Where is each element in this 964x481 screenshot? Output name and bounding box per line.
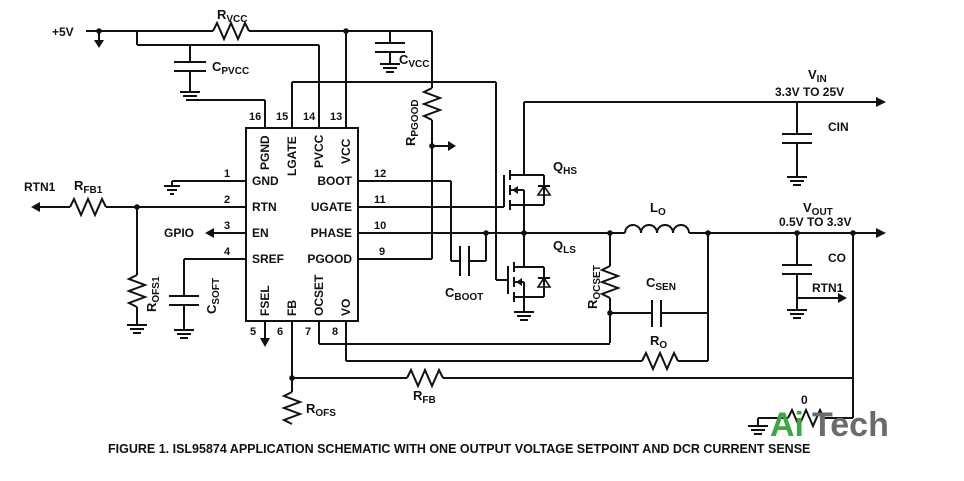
rfb1-label: R [74,178,84,193]
resistor-rofs1 [126,274,148,308]
ic-body [245,127,359,322]
pin-num-11: 11 [374,194,386,206]
resistor-rfb1 [69,196,107,218]
lo-label: L [650,200,658,215]
pin-num-12: 12 [374,168,386,180]
cin-label: CIN [828,120,849,134]
rtn1-left-label: RTN1 [24,180,56,194]
csoft-label: C [204,304,219,314]
pin-name-4: SREF [252,252,284,266]
pin-name-10: PHASE [311,226,352,240]
resistor-rofs [281,391,303,425]
pin-name-14: PVCC [312,134,326,168]
svg-text:VIN: VIN [808,67,827,85]
rofs1-label: R [144,302,159,312]
svg-text:VOUT: VOUT [803,200,833,218]
svg-text:CSEN: CSEN [646,275,676,293]
rpgood-label: R [403,136,418,146]
pin-name-16: PGND [258,135,272,170]
cvcc-label: C [399,52,409,67]
rocset-label: R [585,299,600,309]
cpvcc-label: C [212,59,222,74]
resistor-ro [641,350,679,372]
svg-text:CPVCC: CPVCC [212,59,249,77]
svg-text:ROFS1: ROFS1 [144,276,162,312]
svg-text:ROCSET: ROCSET [585,265,603,309]
svg-text:RFB: RFB [413,388,436,406]
qls-label: Q [553,238,563,253]
pin-num-16: 16 [249,111,261,123]
svg-text:CBOOT: CBOOT [445,285,483,303]
resistor-rfb [406,367,444,389]
resistor-rocset [599,265,621,299]
vin-label: V [808,67,817,82]
aitech-watermark: Ai Tech [770,406,889,444]
pin-num-9: 9 [379,246,385,258]
svg-text:LO: LO [650,200,666,218]
vin-range: 3.3V TO 25V [775,85,844,99]
pin-name-5: FSEL [258,285,272,316]
zero-label: 0 [801,393,808,407]
svg-text:QHS: QHS [553,159,577,177]
pin-name-1: GND [252,174,279,188]
resistor-zero [787,407,825,429]
svg-text:QLS: QLS [553,238,576,256]
watermark-ai: Ai [770,406,804,444]
rvcc-label: R [217,7,227,22]
resistor-rpgood [421,87,443,121]
pin-name-12: BOOT [317,174,352,188]
mosfet-qls [507,262,552,312]
pin-name-9: PGOOD [307,252,352,266]
mosfet-qhs [503,168,552,210]
cboot-label: C [445,285,455,300]
rofs-label: R [306,401,316,416]
pin-num-8: 8 [332,326,338,338]
vout-label: V [803,200,812,215]
pin-name-11: UGATE [311,200,352,214]
svg-text:RVCC: RVCC [217,7,248,25]
pin-num-14: 14 [303,111,316,123]
rfb-label: R [413,388,423,403]
pin-name-6: FB [285,300,299,316]
pin-name-2: RTN [252,200,277,214]
svg-text:ROFS: ROFS [306,401,336,419]
pin-num-10: 10 [374,220,386,232]
ro-label: R [650,333,660,348]
resistor-rvcc [212,20,250,42]
rtn1-right-label: RTN1 [812,281,844,295]
svg-text:RPGOOD: RPGOOD [403,99,421,146]
co-label: CO [828,251,846,265]
pin-num-3: 3 [224,220,230,232]
inductor-lo [624,224,690,234]
pin-num-7: 7 [305,326,311,338]
gpio-label: GPIO [164,226,194,240]
svg-text:RO: RO [650,333,667,351]
svg-text:RFB1: RFB1 [74,178,103,196]
pin-num-1: 1 [224,168,230,180]
label-5v: +5V [52,25,74,39]
pin-num-15: 15 [276,111,288,123]
pin-name-3: EN [252,226,269,240]
pin-name-7: OCSET [312,274,326,316]
pin-num-6: 6 [277,326,283,338]
vout-range: 0.5V TO 3.3V [779,215,852,229]
pin-num-2: 2 [224,194,230,206]
figure-caption: FIGURE 1. ISL95874 APPLICATION SCHEMATIC… [108,442,810,456]
pin-num-5: 5 [250,326,256,338]
pin-name-15: LGATE [285,136,299,176]
pin-name-13: VCC [339,138,353,164]
watermark-tech: Tech [812,406,889,444]
pin-name-8: VO [339,299,353,316]
svg-text:CSOFT: CSOFT [204,278,222,314]
csen-label: C [646,275,656,290]
svg-text:CVCC: CVCC [399,52,430,70]
pin-num-4: 4 [224,246,231,258]
qhs-label: Q [553,159,563,174]
pin-num-13: 13 [330,111,342,123]
